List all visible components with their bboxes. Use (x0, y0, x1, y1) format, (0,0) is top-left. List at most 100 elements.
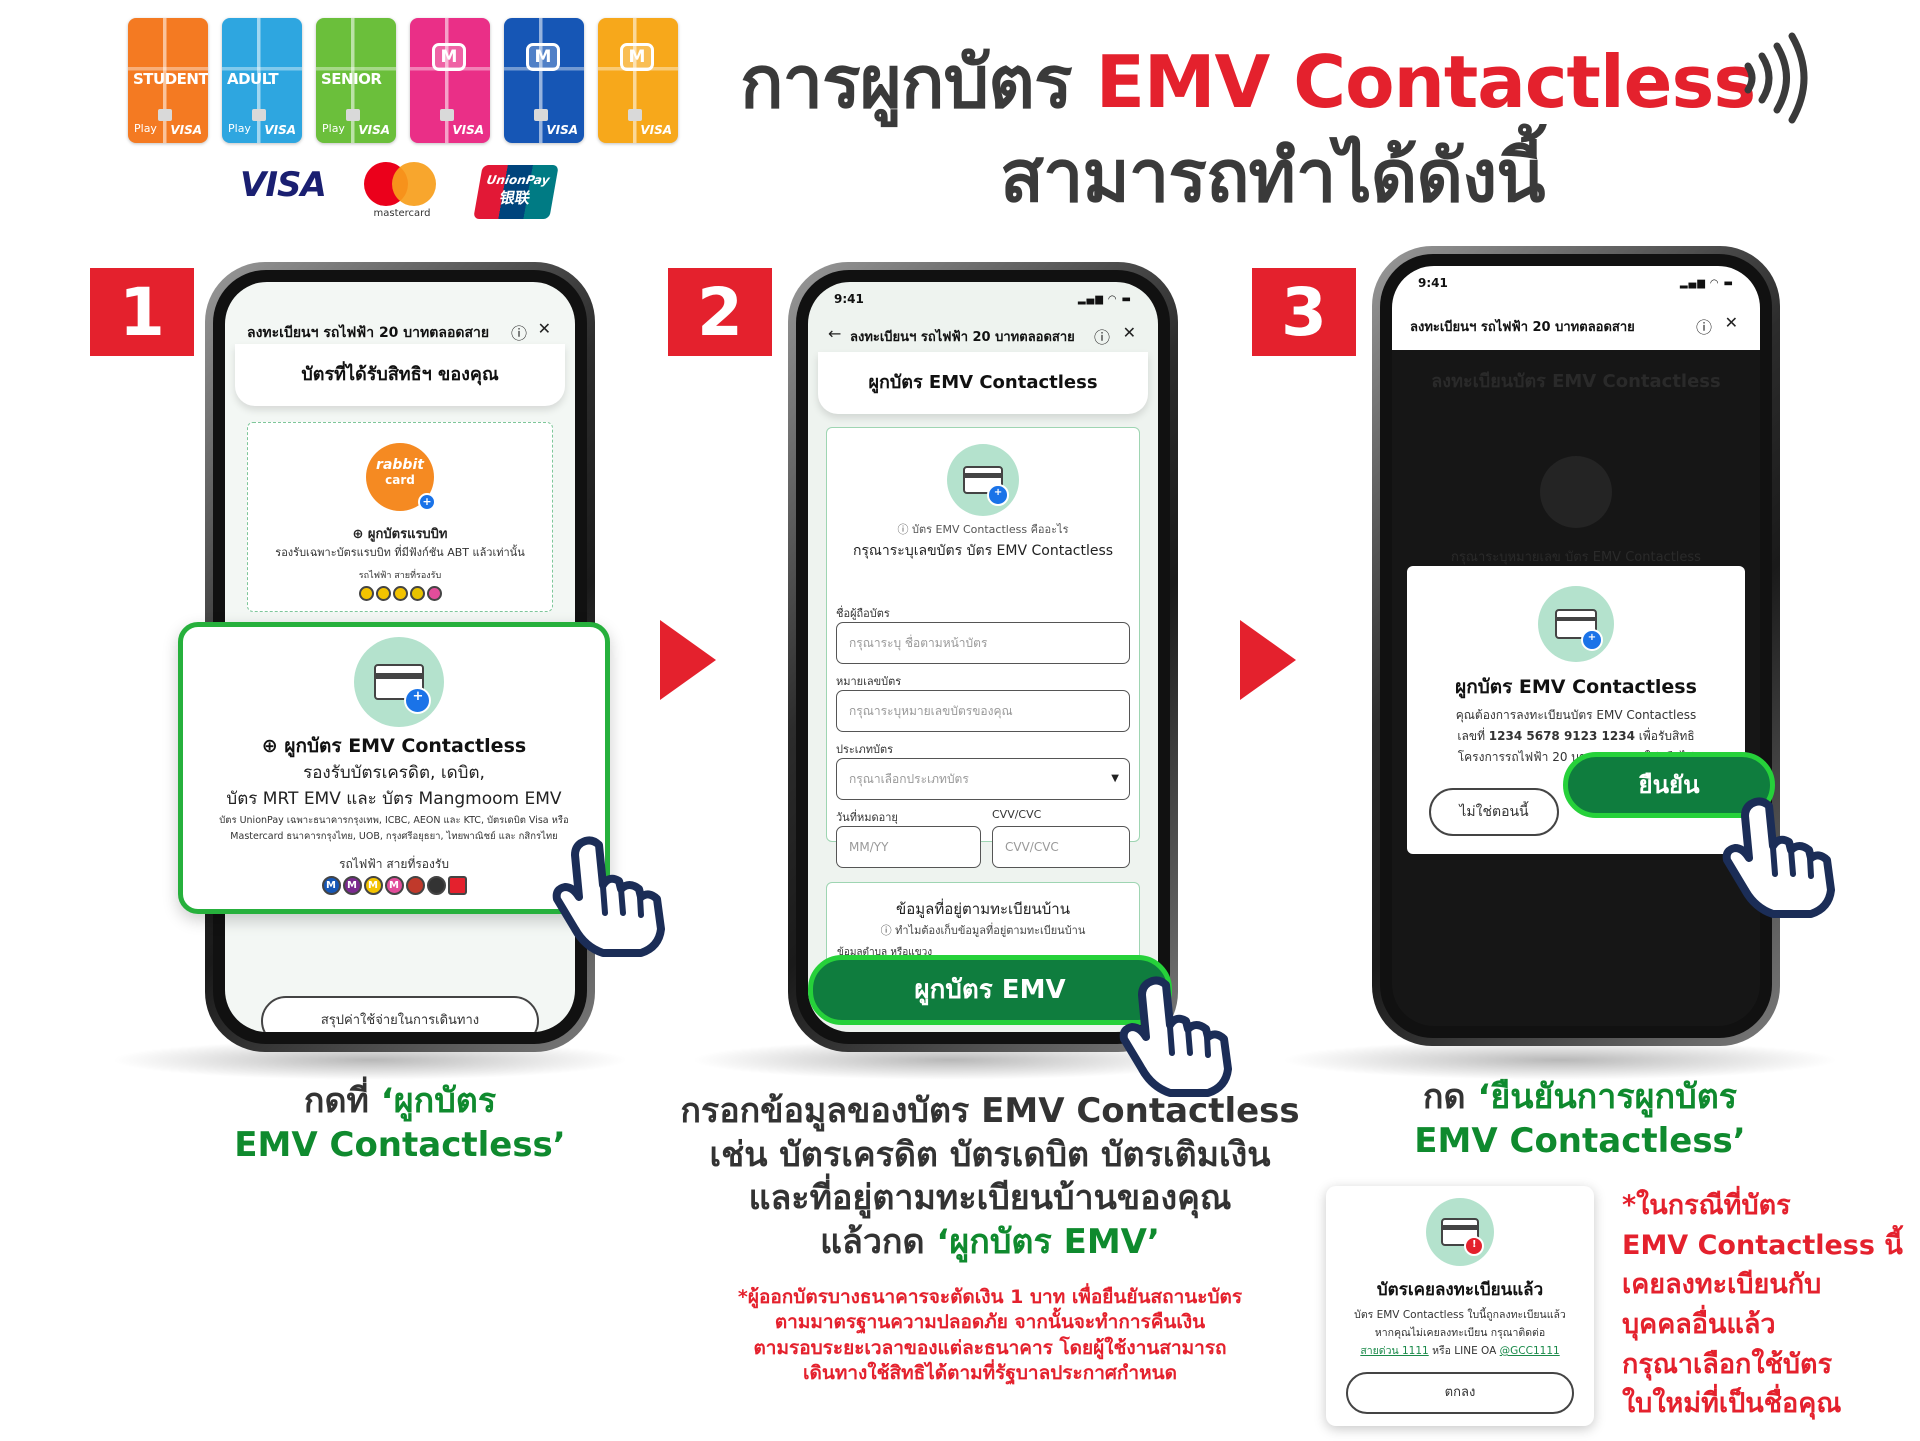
card-play-label: Play (322, 122, 345, 135)
card-type-label: SENIOR (321, 70, 382, 88)
visa-logo: VISA (240, 165, 327, 205)
chip-icon (440, 109, 454, 121)
lines-label: รถไฟฟ้า สายที่รองรับ (339, 857, 449, 871)
cardholder-label: ชื่อผู้ถือบัตร (836, 607, 890, 620)
rabbit-option-desc: รองรับเฉพาะบัตรแรบบิท ที่มีฟังก์ชัน ABT … (275, 546, 525, 559)
close-icon[interactable]: ✕ (1724, 313, 1738, 332)
chip-icon (346, 109, 360, 121)
visa-mark: VISA (358, 123, 390, 137)
step1-caption: กดที่ ‘ผูกบัตร EMV Contactless’ (234, 1081, 566, 1165)
line-icon: M (342, 876, 362, 895)
card-error-icon: ! (1426, 1198, 1494, 1266)
supported-lines-icons (248, 583, 552, 602)
status-icons: ▂▄▆ ◠ ▬ (1077, 294, 1132, 305)
why-address-link[interactable]: ⓘ ทำไมต้องเก็บข้อมูลที่อยู่ตามทะเบียนบ้า… (880, 924, 1086, 937)
emv-contactless-option[interactable]: + ⊕ ผูกบัตร EMV Contactless รองรับบัตรเค… (178, 622, 610, 914)
card-play-label: Play (134, 122, 157, 135)
form-instruction: กรุณาระบุเลขบัตร บัตร EMV Contactless (852, 543, 1114, 559)
line-icon: M (384, 876, 404, 895)
chip-icon (252, 109, 266, 121)
line-icon (426, 876, 446, 895)
metro-logo-icon: M (620, 43, 654, 71)
step2-bank-note: *ผู้ออกบัตรบางธนาคารจะตัดเงิน 1 บาท เพื่… (737, 1286, 1243, 1384)
tap-hand-icon (552, 836, 665, 957)
close-icon[interactable]: ✕ (537, 319, 551, 338)
cardholder-name-input[interactable]: กรุณาระบุ ชื่อตามหน้าบัตร (836, 622, 1130, 664)
info-icon[interactable]: ⓘ (510, 324, 527, 343)
phone-shadow (1280, 1040, 1840, 1080)
line-icon (405, 876, 425, 895)
expiry-input[interactable]: MM/YY (836, 826, 981, 868)
emv-option-line2: บัตร MRT EMV และ บัตร Mangmoom EMV (226, 789, 562, 809)
chip-icon (534, 109, 548, 121)
close-icon[interactable]: ✕ (1122, 323, 1136, 342)
dialog-line2: เลขที่ 1234 5678 9123 1234 เพื่อรับสิทธิ (1457, 729, 1695, 743)
back-arrow-icon[interactable]: ← (828, 324, 842, 343)
page-title-line2: สามารถทำได้ดังนี้ (1000, 134, 1546, 218)
phone-step-3: 9:41 ▂▄▆ ◠ ▬ ลงทะเบียนฯ รถไฟฟ้า 20 บาทตล… (1372, 246, 1780, 1046)
credit-card-add-icon: + (947, 444, 1019, 516)
cvv-label: CVV/CVC (992, 808, 1042, 821)
card-number-label: หมายเลขบัตร (836, 675, 902, 688)
plus-icon: + (418, 493, 436, 511)
step-number-2: 2 (668, 268, 772, 356)
status-time: 9:41 (834, 292, 864, 306)
dialog-title: ผูกบัตร EMV Contactless (1455, 676, 1697, 698)
lines-label: รถไฟฟ้า สายที่รองรับ (358, 571, 442, 581)
popup-line3: สายด่วน 1111 หรือ LINE OA @GCC1111 (1360, 1345, 1560, 1357)
not-now-button[interactable]: ไม่ใช่ตอนนี้ (1429, 788, 1559, 836)
phone-step-2: 9:41 ▂▄▆ ◠ ▬ ← ลงทะเบียนฯ รถไฟฟ้า 20 บาท… (788, 262, 1178, 1052)
hotline-link[interactable]: สายด่วน 1111 (1360, 1345, 1429, 1357)
address-title: ข้อมูลที่อยู่ตามทะเบียนบ้าน (896, 900, 1070, 918)
popup-line2: หากคุณไม่เคยลงทะเบียน กรุณาติดต่อ (1374, 1327, 1546, 1339)
chip-icon (628, 109, 642, 121)
sheet-title: บัตรที่ได้รับสิทธิฯ ของคุณ (235, 344, 565, 406)
bind-emv-button[interactable]: ผูกบัตร EMV (808, 955, 1172, 1025)
credit-card-add-icon: + (1538, 586, 1614, 662)
credit-card-add-icon: + (354, 637, 444, 727)
what-is-emv-link[interactable]: ⓘ บัตร EMV Contactless คืออะไร (897, 523, 1069, 536)
card-type-label: STUDENT (133, 70, 208, 88)
step2-caption: กรอกข้อมูลของบัตร EMV Contactless เช่น บ… (680, 1091, 1300, 1262)
confirm-button[interactable]: ยืนยัน (1563, 752, 1775, 818)
subdistrict-label: ข้อมูลตำบล หรือแขวง (837, 947, 933, 958)
unionpay-logo: UnionPay 银联 (473, 165, 559, 219)
ok-button[interactable]: ตกลง (1346, 1372, 1574, 1414)
step-number-1: 1 (90, 268, 194, 356)
app-header-title: ลงทะเบียนฯ รถไฟฟ้า 20 บาทตลอดสาย (850, 330, 1075, 345)
next-arrow-2 (1240, 620, 1296, 700)
already-registered-popup: ! บัตรเคยลงทะเบียนแล้ว บัตร EMV Contactl… (1326, 1186, 1594, 1426)
line-icon: M (363, 876, 383, 895)
visa-mark: VISA (264, 123, 296, 137)
card-type-label: ประเภทบัตร (836, 743, 894, 756)
rabbit-card-option[interactable]: rabbit card + ⊕ ผูกบัตรแรบบิท รองรับเฉพา… (247, 422, 553, 612)
app-header-bar (1392, 266, 1760, 350)
emv-option-fine2: Mastercard ธนาคารกรุงไทย, UOB, กรุงศรีอย… (230, 831, 558, 842)
card-number-input[interactable]: กรุณาระบุหมายเลขบัตรของคุณ (836, 690, 1130, 732)
status-icons: ▂▄▆ ◠ ▬ (1679, 278, 1734, 289)
trip-summary-button[interactable]: สรุปค่าใช้จ่ายในการเดินทาง (261, 996, 539, 1032)
background-title: ลงทะเบียนบัตร EMV Contactless (1431, 371, 1721, 392)
metro-logo-icon: M (432, 43, 466, 71)
contactless-icon (1744, 32, 1808, 124)
line-icon (426, 586, 442, 601)
popup-line1: บัตร EMV Contactless ใบนี้ถูกลงทะเบียนแล… (1354, 1309, 1566, 1321)
page-title-line1: การผูกบัตร EMV Contactless (740, 40, 1756, 124)
line-icon (358, 586, 374, 601)
chip-icon (158, 109, 172, 121)
line-icon: M (321, 876, 341, 895)
card-type-select[interactable]: กรุณาเลือกประเภทบัตร▼ (836, 758, 1130, 800)
line-icon (375, 586, 391, 601)
visa-mark: VISA (546, 123, 578, 137)
popup-title: บัตรเคยลงทะเบียนแล้ว (1376, 1280, 1544, 1300)
cvv-input[interactable]: CVV/CVC (992, 826, 1130, 868)
card-play-label: Play (228, 122, 251, 135)
rabbit-card-logo: rabbit card (366, 443, 434, 511)
chevron-down-icon: ▼ (1111, 773, 1119, 784)
info-icon[interactable]: ⓘ (1695, 318, 1712, 337)
line-icon (392, 586, 408, 601)
line-oa-link[interactable]: @GCC1111 (1499, 1345, 1560, 1357)
info-icon[interactable]: ⓘ (1093, 328, 1110, 347)
